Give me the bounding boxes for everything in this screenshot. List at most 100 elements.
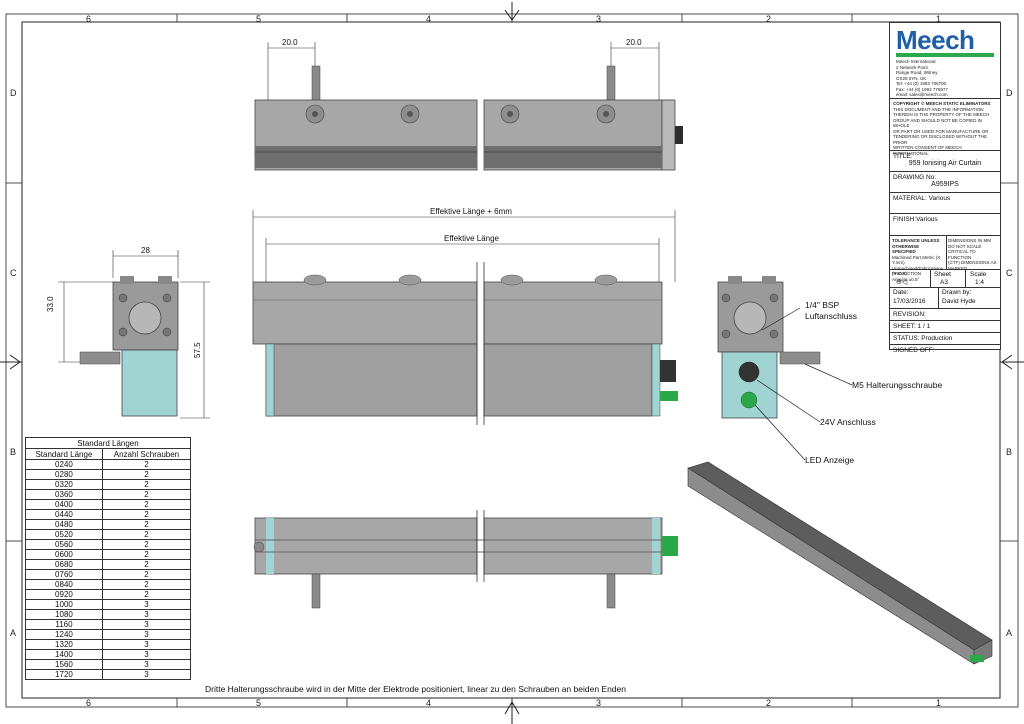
projection-sheet-scale: PROJECTION ⊖◁ Sheet A3 Scale 1:4 <box>890 270 1000 288</box>
footnote: Dritte Halterungsschraube wird in der Mi… <box>205 684 626 694</box>
screw-count-cell: 2 <box>101 539 192 550</box>
screw-count-cell: 3 <box>101 599 192 610</box>
zone-label-side: C <box>1006 268 1013 278</box>
screw-count-cell: 3 <box>101 649 192 660</box>
finish-field: FINISH:Various <box>890 214 1000 236</box>
screw-count-cell: 2 <box>101 489 192 500</box>
zone-label-side: A <box>1006 628 1013 638</box>
tolerance-field: TOLERANCE UNLESS OTHERWISE SPECIFIED Mac… <box>890 236 1000 282</box>
length-cell: 0840 <box>25 579 103 590</box>
logo-stripe <box>896 53 994 57</box>
zone-label-bottom: 4 <box>426 698 432 708</box>
zone-label-side: B <box>1006 447 1013 457</box>
zone-label-top: 6 <box>86 14 92 24</box>
length-cell: 1320 <box>25 639 103 650</box>
zone-label-top: 4 <box>426 14 432 24</box>
callout-bsp: 1/4" BSP <box>805 300 840 310</box>
callout-m5-screw: M5 Halterungsschraube <box>852 380 943 390</box>
zone-label-bottom: 2 <box>766 698 772 708</box>
length-cell: 1160 <box>25 619 103 630</box>
screw-count-cell: 2 <box>101 519 192 530</box>
screw-count-cell: 2 <box>101 479 192 490</box>
length-cell: 0760 <box>25 569 103 580</box>
callout-air-connection: Luftanschluss <box>805 311 857 321</box>
bottom-view <box>253 510 678 609</box>
length-cell: 0560 <box>25 539 103 550</box>
length-cell: 0920 <box>25 589 103 600</box>
dim-20-left: 20.0 <box>282 38 298 47</box>
dim-effective-plus: Effektive Länge + 6mm <box>430 207 512 216</box>
dim-effective: Effektive Länge <box>444 234 500 243</box>
callout-led: LED Anzeige <box>805 455 855 465</box>
dim-33: 33.0 <box>46 296 55 312</box>
length-cell: 0520 <box>25 529 103 540</box>
screw-count-cell: 2 <box>101 529 192 540</box>
length-cell: 0600 <box>25 549 103 560</box>
screw-count-cell: 2 <box>101 469 192 480</box>
copyright-block: COPYRIGHT © MEECH STATIC ELIMINATORS THI… <box>890 99 1000 156</box>
length-cell: 0400 <box>25 499 103 510</box>
zone-label-side: D <box>10 88 17 98</box>
screw-count-cell: 2 <box>101 499 192 510</box>
zone-label-side: D <box>1006 88 1013 98</box>
signed-off-field: SIGNED OFF: <box>893 347 935 354</box>
screw-count-cell: 3 <box>101 609 192 620</box>
length-cell: 0480 <box>25 519 103 530</box>
zone-label-bottom: 3 <box>596 698 602 708</box>
revision-field: REVISION: <box>890 309 1000 321</box>
screw-count-cell: 2 <box>101 589 192 600</box>
date-drawn-field: Date: 17/03/2016 Drawn by: David Hyde <box>890 288 1000 309</box>
dim-28: 28 <box>141 246 150 255</box>
isometric-view <box>687 461 993 665</box>
dim-20-right: 20.0 <box>626 38 642 47</box>
screw-count-cell: 2 <box>101 459 192 470</box>
company-logo: Meech <box>896 25 975 55</box>
top-view <box>254 42 683 171</box>
zone-label-top: 2 <box>766 14 772 24</box>
screw-count-cell: 2 <box>101 559 192 570</box>
zone-label-bottom: 5 <box>256 698 262 708</box>
screw-count-cell: 2 <box>101 549 192 560</box>
zone-label-side: A <box>10 628 17 638</box>
length-cell: 0360 <box>25 489 103 500</box>
length-cell: 1720 <box>25 669 103 680</box>
table-header: Anzahl Schrauben <box>101 448 192 460</box>
front-view <box>252 210 678 425</box>
zone-label-bottom: 1 <box>936 698 942 708</box>
projection-symbol: ⊖◁ <box>896 279 908 286</box>
title-field: TITLE: 959 Ionising Air Curtain <box>890 151 1000 172</box>
table-title: Standard Längen <box>25 437 191 449</box>
screw-count-cell: 3 <box>101 659 192 670</box>
right-end-view <box>717 276 853 461</box>
sheet-count-field: SHEET: 1 / 1 <box>890 321 1000 333</box>
standard-lengths-table: Standard Längen Standard Länge Anzahl Sc… <box>25 437 192 680</box>
length-cell: 1400 <box>25 649 103 660</box>
length-cell: 1240 <box>25 629 103 640</box>
zone-label-side: C <box>10 268 17 278</box>
left-end-view <box>58 250 210 419</box>
length-cell: 1080 <box>25 609 103 620</box>
screw-count-cell: 2 <box>101 579 192 590</box>
length-cell: 0240 <box>25 459 103 470</box>
zone-label-top: 5 <box>256 14 262 24</box>
zone-label-top: 1 <box>936 14 942 24</box>
